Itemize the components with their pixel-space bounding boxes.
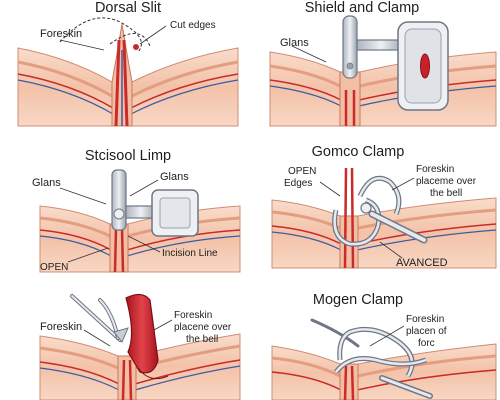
label-foreskin-line2: placene over xyxy=(174,322,232,333)
label-incision-line: Incision Line xyxy=(162,248,218,259)
label-foreskin-line2: placeme over xyxy=(416,176,477,187)
leader-line xyxy=(67,247,109,263)
incision-point-icon xyxy=(133,44,139,50)
panel-title: Dorsal Slit xyxy=(95,0,161,16)
panel-gomco-clamp: Gomco Clamp OPEN Edges Foreskin placeme … xyxy=(271,144,497,269)
label-cut-edges: Cut edges xyxy=(170,20,216,31)
plastibell-clamp xyxy=(111,169,199,237)
label-open: OPEN xyxy=(40,262,68,273)
leader-line xyxy=(127,235,161,253)
leader-line xyxy=(83,329,111,347)
panel-title: Shield and Clamp xyxy=(305,0,419,16)
label-glans-left: Glans xyxy=(32,177,61,189)
tissue-cross-section xyxy=(17,23,239,127)
label-open-line2: Edges xyxy=(284,178,312,189)
panel-scissors-bell: Foreskin Foreskin placene over the bell xyxy=(39,293,241,400)
leader-line xyxy=(391,177,415,191)
leader-line xyxy=(369,325,405,347)
mogen-clamp xyxy=(310,318,433,399)
leader-line xyxy=(379,241,403,259)
tissue-cross-section xyxy=(39,333,241,400)
label-foreskin-line2: placen of xyxy=(406,326,447,337)
label-glans-right: Glans xyxy=(160,171,189,183)
panel-title: Stcisool Limp xyxy=(85,148,171,164)
leader-line xyxy=(291,45,327,63)
leader-line xyxy=(153,319,173,331)
label-foreskin-line3: the bell xyxy=(186,334,218,345)
label-foreskin-line1: Foreskin xyxy=(406,314,444,325)
window-icon xyxy=(420,53,430,79)
gomco-clamp xyxy=(332,175,428,247)
label-advanced: AVANCED xyxy=(396,257,448,269)
panel-stcisool-limp: Stcisool Limp Glans Glans OPEN Incision … xyxy=(32,148,241,273)
tissue-cross-section xyxy=(271,343,497,400)
leader-line xyxy=(59,187,107,205)
bell-device xyxy=(125,293,169,380)
scissors-icon xyxy=(70,294,129,343)
label-foreskin-line3: forc xyxy=(418,338,435,349)
label-foreskin-line3: the bell xyxy=(430,188,462,199)
cut-line xyxy=(59,17,142,53)
cut-line xyxy=(109,33,151,47)
shield-clamp xyxy=(342,15,449,111)
label-foreskin: Foreskin xyxy=(40,28,82,40)
panel-shield-and-clamp: Shield and Clamp Glans xyxy=(269,0,497,127)
panel-title: Gomco Clamp xyxy=(312,144,405,160)
label-glans: Glans xyxy=(280,37,309,49)
label-open-line1: OPEN xyxy=(288,166,316,177)
label-foreskin-left: Foreskin xyxy=(40,321,82,333)
panel-title: Mogen Clamp xyxy=(313,292,403,308)
label-foreskin-line1: Foreskin xyxy=(174,310,212,321)
leader-line xyxy=(319,181,341,197)
leader-line xyxy=(129,179,159,197)
leader-line xyxy=(139,25,167,45)
panel-mogen-clamp: Mogen Clamp Foreskin placen of forc xyxy=(271,292,497,400)
tissue-cross-section xyxy=(269,51,497,127)
label-foreskin-line1: Foreskin xyxy=(416,164,454,175)
leader-line xyxy=(59,39,105,51)
panel-dorsal-slit: Dorsal Slit Foreskin Cut edges xyxy=(17,0,239,127)
tissue-cross-section xyxy=(271,167,497,269)
